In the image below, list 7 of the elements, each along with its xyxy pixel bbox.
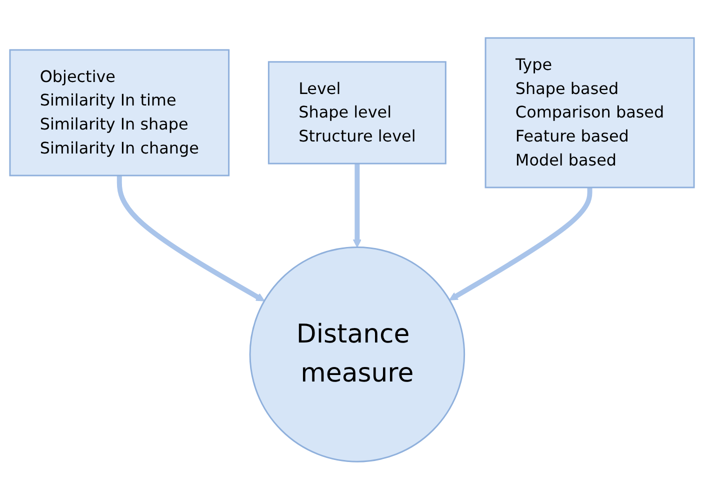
node-circle: Distance measure (249, 246, 466, 463)
node-box: Level Shape level Structure level (268, 61, 446, 165)
arrow (352, 164, 362, 248)
node-box: Type Shape based Comparison based Feature based Model based (484, 37, 695, 188)
arrow (116, 176, 265, 302)
node-box: Objective Similarity In time Similarity In shape Similarity In change (9, 49, 230, 176)
arrow (449, 188, 592, 301)
